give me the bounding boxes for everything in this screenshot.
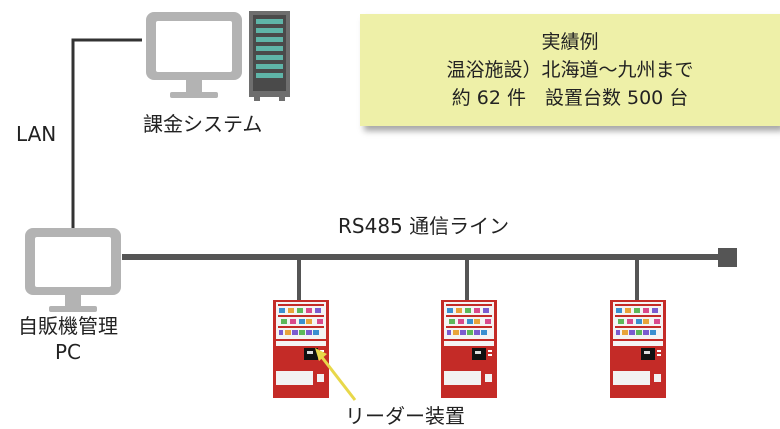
vending-machine-1-icon [273, 300, 329, 398]
reader-device-label: リーダー装置 [345, 404, 465, 428]
rs485-line-label: RS485 通信ライン [338, 214, 510, 238]
server-rack-icon [249, 11, 290, 101]
billing-pc-monitor-icon [146, 12, 242, 98]
note-counts: 約 62 件 設置台数 500 台 [451, 87, 689, 109]
vm-management-label-line2: PC [55, 340, 82, 364]
lan-line [71, 38, 142, 228]
reader-pointer-arrow-icon [315, 348, 357, 401]
vending-machine-2-icon [441, 300, 497, 398]
billing-system-label: 課金システム [143, 112, 263, 136]
vending-machine-3-icon [610, 300, 666, 398]
vm-management-pc-monitor-icon [25, 228, 121, 312]
lan-label: LAN [16, 122, 57, 146]
vm-management-label-line1: 自販機管理 [18, 314, 118, 338]
note-facilities: 温浴施設）北海道～九州まで [446, 59, 694, 81]
bus-terminator [718, 248, 737, 267]
note-heading: 実績例 [541, 31, 599, 53]
results-note: 実績例 温浴施設）北海道～九州まで 約 62 件 設置台数 500 台 [360, 14, 780, 126]
